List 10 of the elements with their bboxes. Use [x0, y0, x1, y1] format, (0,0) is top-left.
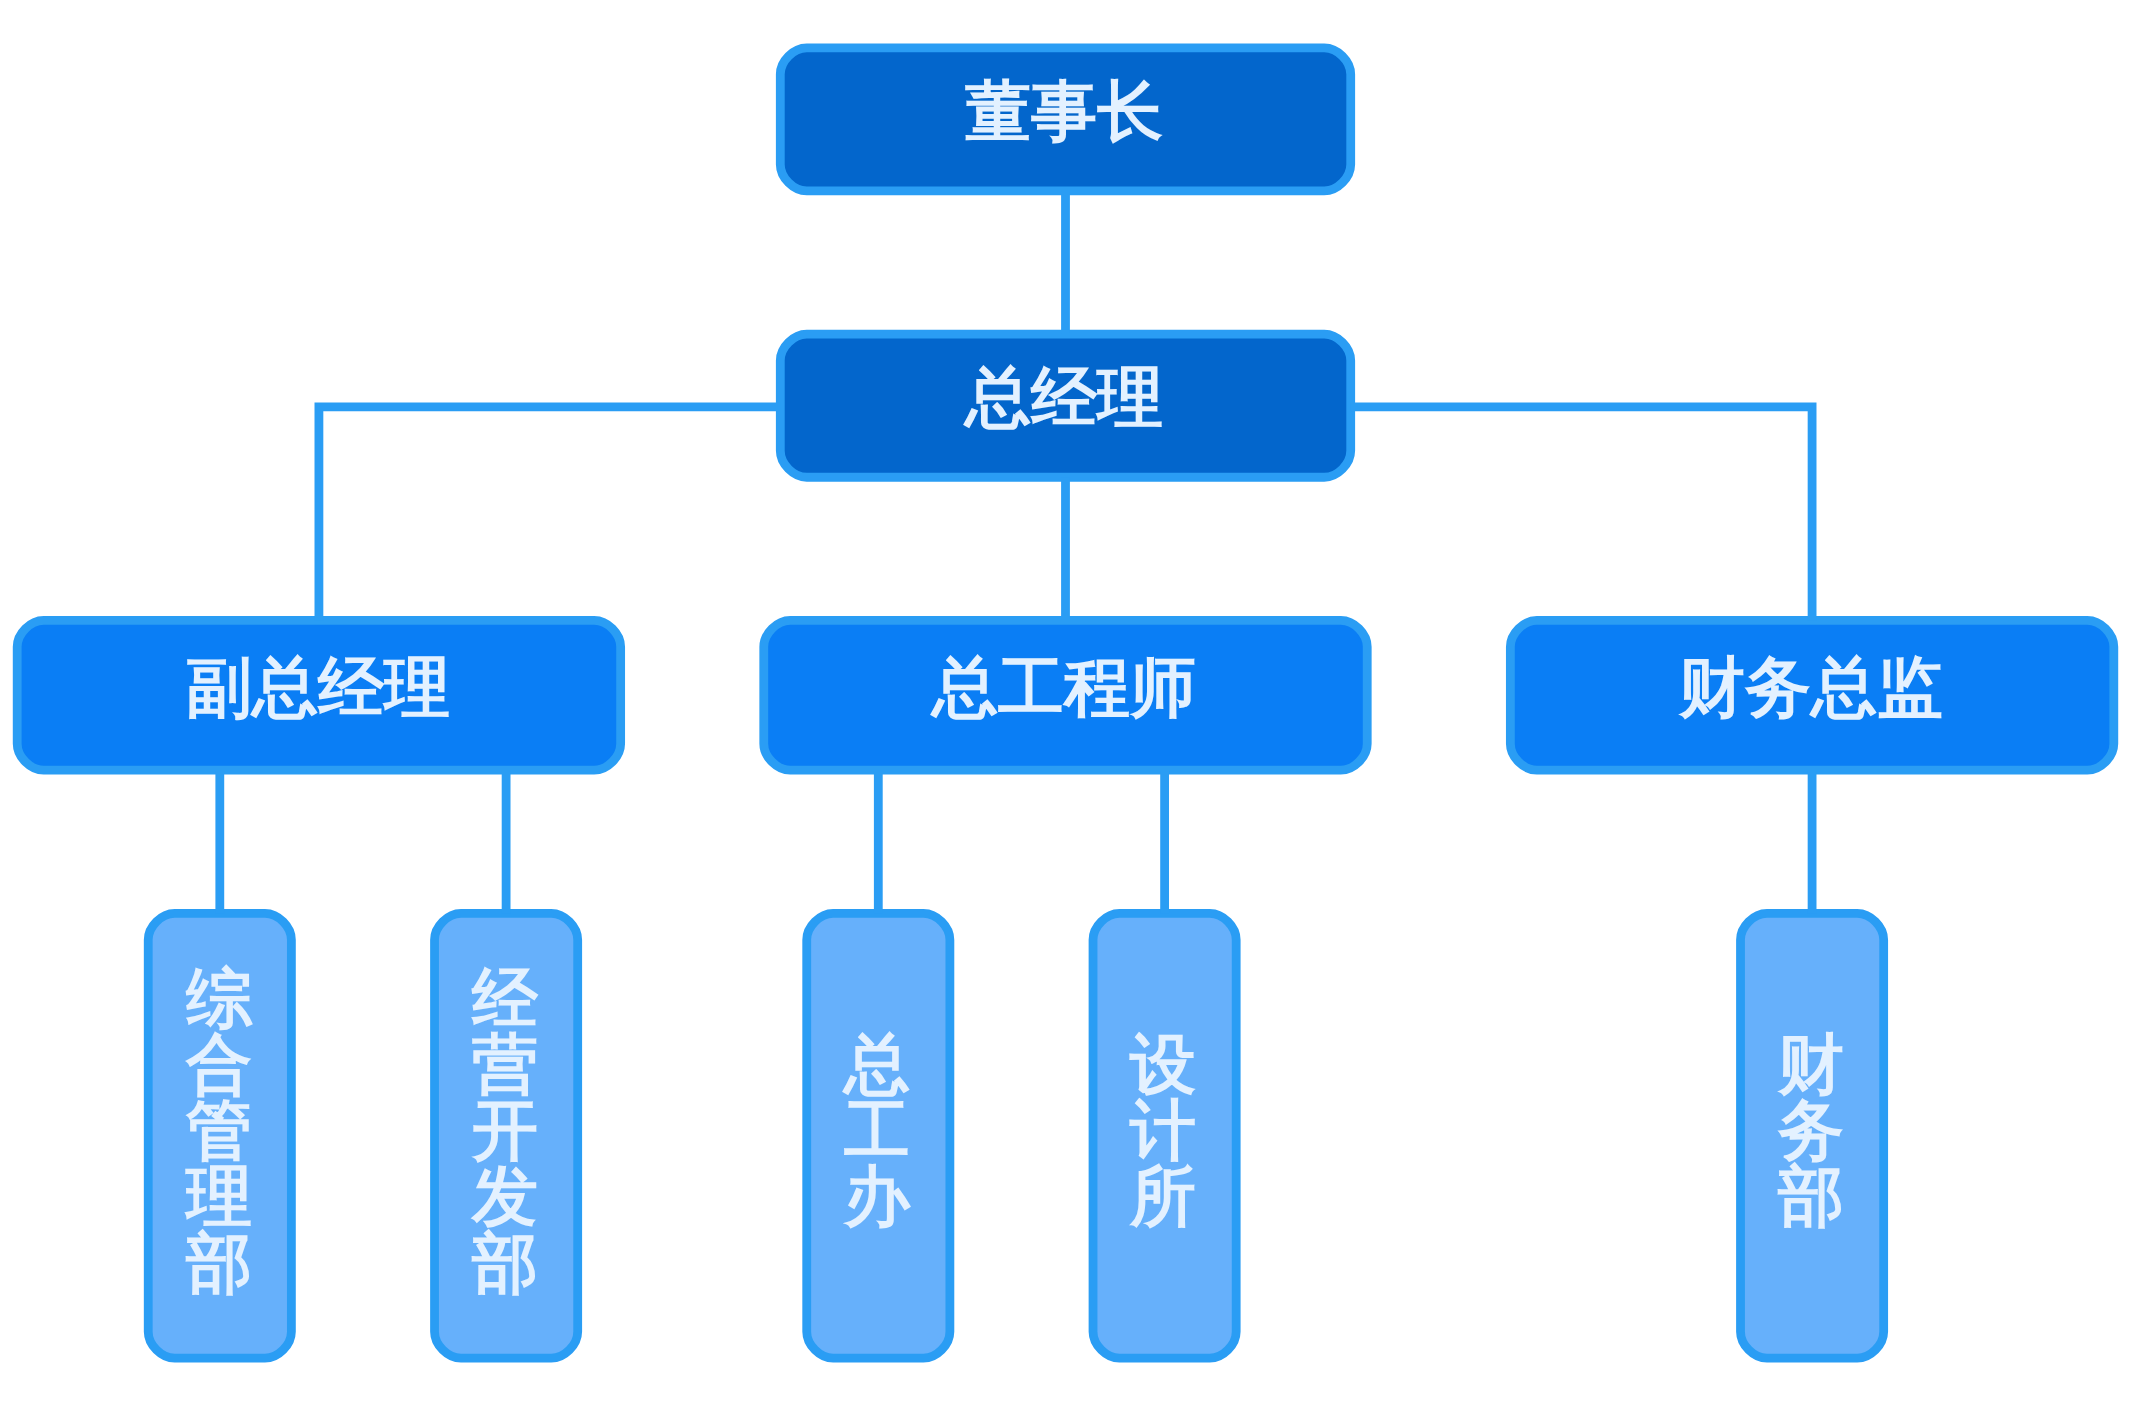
node-box: 财务部 [1736, 908, 1889, 1363]
node-box: 董事长 [775, 42, 1356, 195]
node-box: 总工办 [802, 908, 955, 1363]
node-box: 综合管理部 [143, 908, 296, 1363]
node-box: 副总经理 [12, 615, 626, 775]
node-box: 财务总监 [1505, 615, 2119, 775]
node-box: 设计所 [1088, 908, 1241, 1363]
node-box: 总经理 [775, 329, 1356, 482]
node-box: 总工程师 [759, 615, 1372, 775]
node-box: 经营开发部 [430, 908, 583, 1363]
